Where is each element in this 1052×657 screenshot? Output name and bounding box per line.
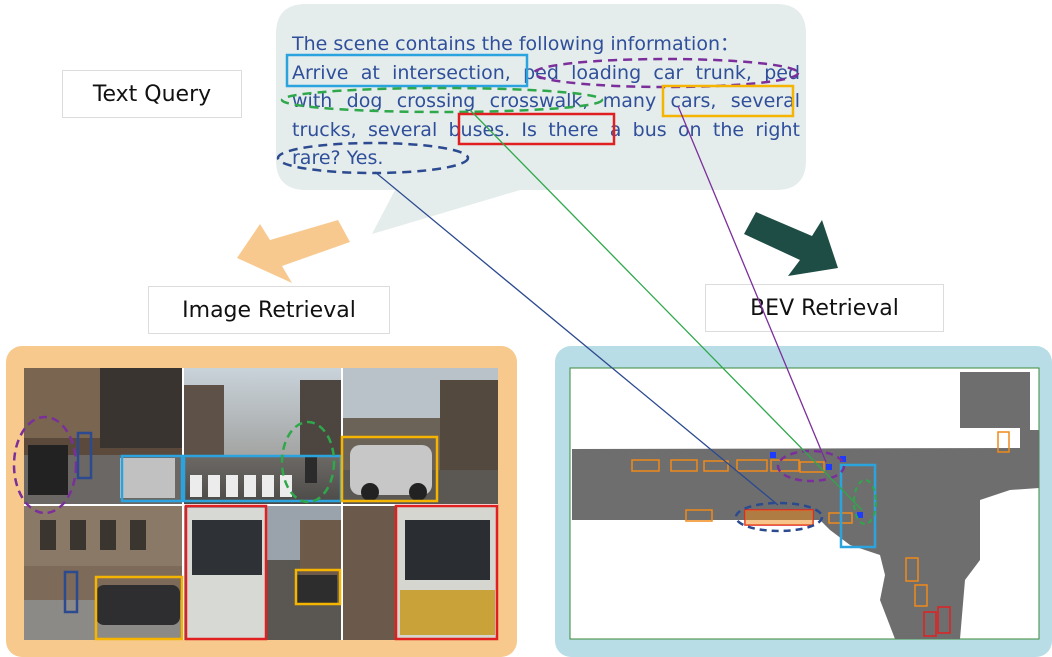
camera-back-left-image [24,506,182,640]
arrow-down-right-icon [744,212,838,276]
query-ped-dog-ellipse [280,86,604,114]
connector-ped-loading [677,105,827,463]
ped-dog-highlight [280,420,336,504]
ped-loading-highlight [12,415,78,515]
query-several-trucks: several trucks, [292,90,800,141]
bus-highlight [394,504,499,641]
query-intro: The scene contains the following informa… [292,33,739,55]
query-arrive: Arrive at intersection [292,61,505,84]
query-highlights [276,53,800,175]
connector-lines [374,105,863,511]
image-highlights [12,415,499,641]
query-many-cars: many cars [602,90,711,112]
bev-bus-fill [745,510,813,525]
connector-ped-dog [469,109,863,511]
arrow-down-left-icon [237,220,350,283]
query-ped-loading-ellipse [532,57,800,89]
camera-front-left-image [24,368,182,504]
ped-highlight [63,570,79,614]
query-many-cars-box [661,84,795,118]
speech-bubble [276,4,806,234]
bev-vehicles [631,431,1010,607]
query-answer: ? Yes. [330,147,384,169]
query-sep: , [504,61,524,84]
bev-pedestrians [770,452,863,518]
query-sep: , [710,90,717,112]
query-ped-loading: ped loading car trunk [523,61,746,84]
query-sep: , [582,90,603,112]
query-right-rare: on the right rare [292,118,800,170]
image-retrieval-label: Image Retrieval [148,286,390,334]
text-query-label: Text Query [62,70,242,118]
query-sep: , [745,61,752,84]
query-several-buses: several buses [367,118,505,141]
bev-retrieval-label: BEV Retrieval [705,284,944,332]
intersection-highlight [120,454,184,503]
bev-map [569,367,1040,640]
bus-highlight [184,504,268,641]
ped-highlight [76,431,93,480]
many-cars-highlight [340,435,439,503]
query-right-rare-ellipse [276,141,470,175]
query-intersection-box [285,53,529,88]
camera-front-image [184,368,341,504]
bev-ped-dog-highlight [853,479,877,525]
many-cars-highlight [294,568,342,606]
many-cars-highlight [94,575,184,641]
camera-back-right-image [343,506,498,640]
query-buses-box [457,112,616,146]
bev-ped-loading-highlight [776,449,846,483]
camera-image-grid [24,368,498,640]
text-query-content: The scene contains the following informa… [292,30,800,173]
camera-back-image [184,506,341,640]
bev-right-rare-highlight [734,501,824,533]
query-question: . Is there a bus [504,118,667,141]
connector-right-rare [374,171,779,506]
